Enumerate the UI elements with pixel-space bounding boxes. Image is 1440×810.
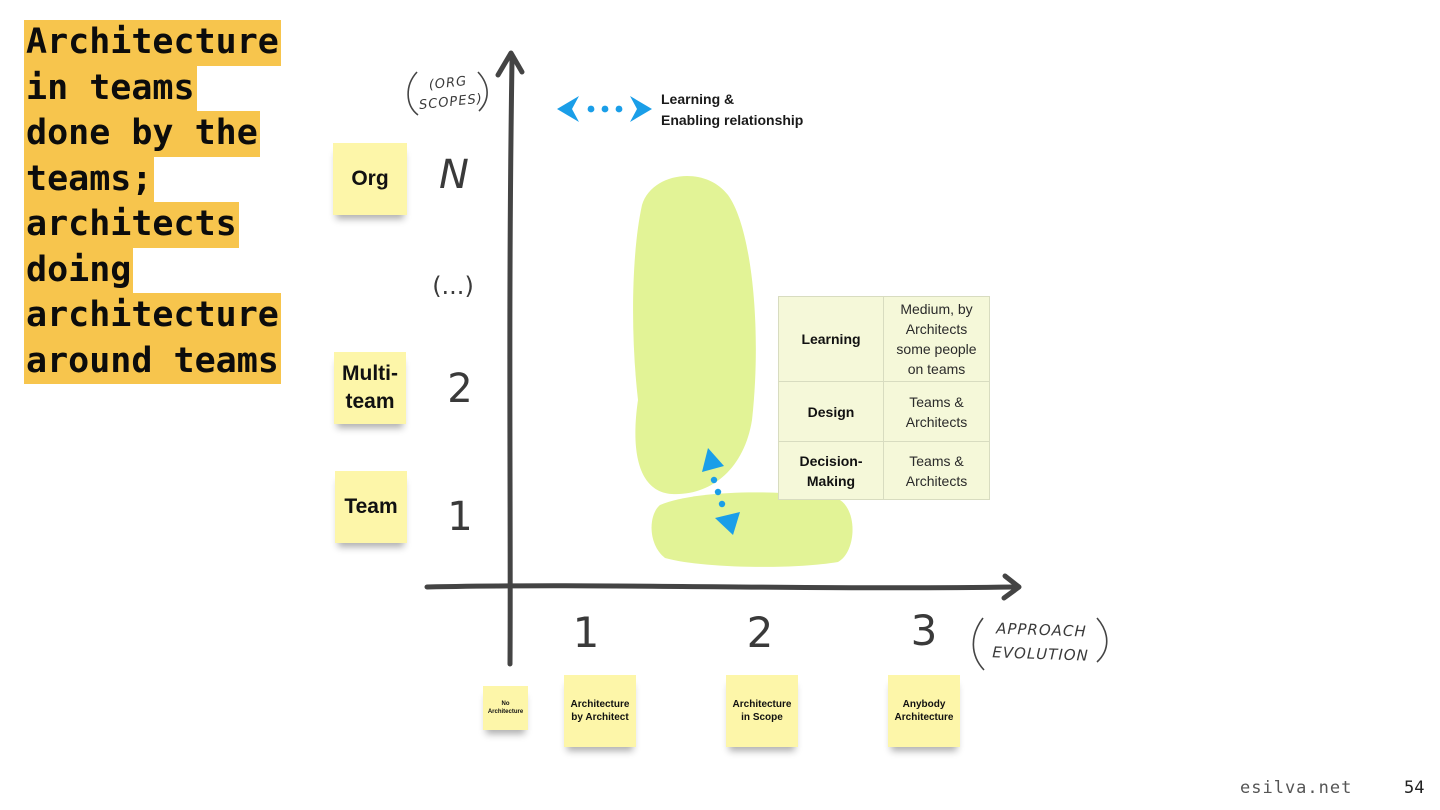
- title-line: around teams: [24, 338, 281, 384]
- table-key: Learning: [778, 296, 884, 382]
- legend-arrow-icon: [557, 96, 652, 122]
- y-axis-arrowhead: [495, 50, 525, 78]
- team-note: Team: [335, 471, 407, 543]
- table-key: Decision-Making: [778, 441, 884, 500]
- legend-line1: Learning &: [661, 91, 735, 107]
- x-axis-label-line2: EVOLUTION: [992, 643, 1090, 665]
- table-value: Medium, by Architects some people on tea…: [883, 296, 990, 382]
- enabling-relationship-arrow-icon: [702, 448, 740, 535]
- title-line: architecture: [24, 293, 281, 339]
- title-line: done by the: [24, 111, 260, 157]
- architecture-in-scope-note-label: Architecture in Scope: [732, 699, 792, 723]
- architecture-by-architect-note-label: Architecture by Architect: [570, 699, 630, 723]
- y-tick-ellipsis: (...): [432, 272, 474, 300]
- y-tick-2: 2: [447, 366, 473, 412]
- title-line: architects: [24, 202, 239, 248]
- page-number: 54: [1404, 778, 1425, 798]
- x-label-paren-left: [972, 617, 985, 671]
- y-axis-label: (ORG SCOPES): [416, 71, 483, 115]
- y-label-paren-right: [477, 71, 488, 112]
- anybody-architecture-note: Anybody Architecture: [888, 675, 960, 747]
- no-architecture-note: No Architecture: [483, 686, 528, 730]
- table-key: Design: [778, 381, 884, 442]
- no-architecture-note-label: No Architecture: [487, 701, 524, 715]
- x-axis-label: APPROACH EVOLUTION: [981, 616, 1101, 668]
- footer-site: esilva.net: [1240, 778, 1353, 798]
- x-tick-3: 3: [910, 606, 938, 655]
- table-row: Decision-Making Teams & Architects: [778, 441, 990, 500]
- org-note-label: Org: [351, 167, 389, 190]
- table-value: Teams & Architects: [883, 381, 990, 442]
- table-row: Learning Medium, by Architects some peop…: [778, 296, 990, 382]
- y-tick-1: 1: [447, 494, 473, 540]
- team-blob: [651, 492, 853, 567]
- legend-line2: Enabling relationship: [661, 112, 804, 128]
- architecture-by-architect-note: Architecture by Architect: [564, 675, 636, 747]
- title-line: teams;: [24, 156, 155, 202]
- anybody-architecture-note-label: Anybody Architecture: [894, 699, 954, 723]
- table-row: Design Teams & Architects: [778, 381, 990, 442]
- x-tick-2: 2: [746, 608, 774, 657]
- multi-team-note: Multi-team: [334, 352, 406, 424]
- x-axis-arrowhead: [1001, 573, 1022, 601]
- multi-team-note-label: Multi-team: [342, 362, 398, 413]
- architecture-in-scope-note: Architecture in Scope: [726, 675, 798, 747]
- team-note-label: Team: [344, 495, 398, 518]
- y-label-paren-left: [407, 71, 419, 116]
- x-label-paren-right: [1096, 617, 1108, 663]
- slide-title: Architecture in teams done by the teams;…: [24, 20, 314, 384]
- x-axis-line: [424, 583, 1018, 591]
- y-axis-line: [507, 57, 515, 667]
- y-tick-n: N: [439, 152, 469, 198]
- table-value: Teams & Architects: [883, 441, 990, 500]
- legend-label: Learning & Enabling relationship: [661, 89, 803, 131]
- x-tick-1: 1: [572, 608, 600, 657]
- title-line: Architecture: [24, 20, 281, 66]
- org-note: Org: [333, 143, 407, 215]
- title-line: in teams: [24, 65, 197, 111]
- title-line: doing: [24, 247, 134, 293]
- multi-team-blob: [633, 175, 756, 495]
- characteristics-table: Learning Medium, by Architects some peop…: [778, 296, 990, 500]
